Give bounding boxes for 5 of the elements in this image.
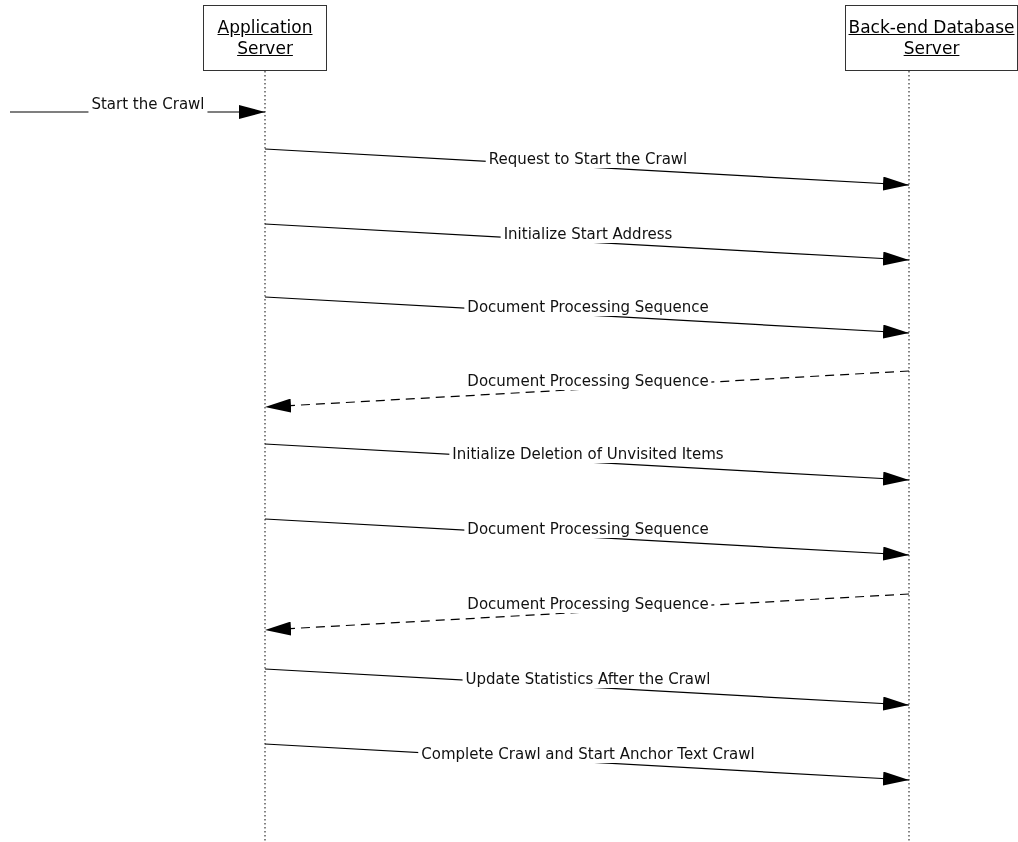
participant-lifeline [203, 5, 327, 842]
message-label: Start the Crawl [88, 95, 208, 113]
participant-lifeline [845, 5, 1018, 842]
participant-box: Back-end Database Server [845, 5, 1018, 71]
participant-box: Application Server [203, 5, 327, 71]
